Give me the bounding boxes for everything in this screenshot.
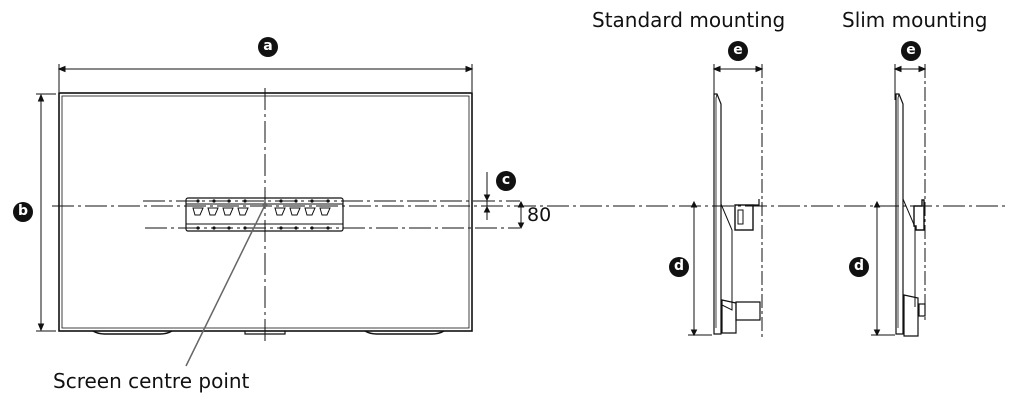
slim-mounting-side-view: [871, 64, 927, 337]
badge-c: c: [496, 171, 516, 191]
dimension-80-label: 80: [527, 204, 552, 226]
badge-d-slim: d: [849, 257, 869, 277]
badge-e-standard: e: [728, 41, 748, 61]
badge-e-slim: e: [901, 41, 921, 61]
standard-mounting-side-view: [688, 64, 764, 340]
screen-centre-point-label: Screen centre point: [53, 369, 250, 393]
dimension-c: [483, 172, 491, 220]
badge-d-standard: d: [669, 257, 689, 277]
badge-b: b: [13, 202, 33, 222]
dimension-b: [36, 93, 56, 332]
dimension-80: [517, 200, 525, 230]
slim-mounting-title: Slim mounting: [842, 8, 988, 32]
standard-mounting-title: Standard mounting: [592, 8, 786, 32]
badge-a: a: [258, 37, 278, 57]
dimension-a: [57, 64, 474, 92]
screen-centre-leader: [185, 204, 266, 367]
centre-lines: [52, 88, 1009, 342]
